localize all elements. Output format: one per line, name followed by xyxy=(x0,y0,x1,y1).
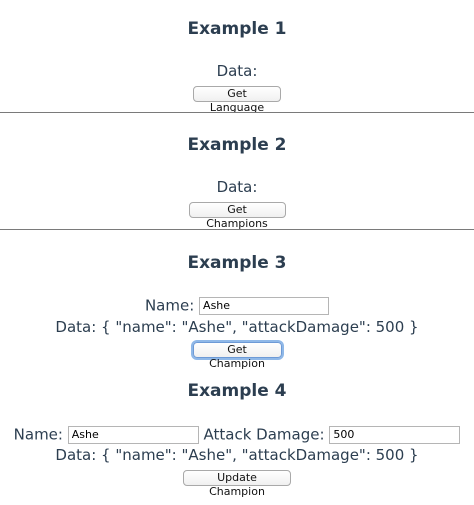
example-3-button-row: Get Champion xyxy=(0,342,474,371)
example-3-title: Example 3 xyxy=(187,253,287,273)
example-4-fields-row: Name: Attack Damage: xyxy=(0,425,474,444)
example-3-name-input[interactable] xyxy=(199,296,330,315)
example-1-data-label: Data: xyxy=(216,62,258,80)
example-4-name-label: Name: xyxy=(13,425,63,444)
example-4-title: Example 4 xyxy=(187,381,287,401)
update-champion-button[interactable]: Update Champion xyxy=(183,470,291,498)
get-language-button[interactable]: Get Language xyxy=(193,86,281,114)
example-4-button-row: Update Champion xyxy=(0,470,474,499)
example-4-attack-label: Attack Damage: xyxy=(203,425,325,444)
divider-1 xyxy=(0,112,474,113)
example-3-name-row: Name: xyxy=(0,296,474,315)
example-4-name-input[interactable] xyxy=(67,425,199,444)
example-2-button-row: Get Champions xyxy=(0,202,474,231)
get-champion-button[interactable]: Get Champion xyxy=(192,342,282,370)
example-4-attack-input[interactable] xyxy=(329,425,461,444)
get-champions-button[interactable]: Get Champions xyxy=(188,202,286,230)
example-1-title: Example 1 xyxy=(187,19,287,39)
example-2-data-label: Data: xyxy=(216,178,258,196)
example-4-data-text: Data: { "name": "Ashe", "attackDamage": … xyxy=(55,446,419,464)
divider-2 xyxy=(0,229,474,230)
example-1-button-row: Get Language xyxy=(0,86,474,115)
example-3-name-label: Name: xyxy=(144,296,195,315)
example-2-title: Example 2 xyxy=(187,135,287,155)
example-3-data-text: Data: { "name": "Ashe", "attackDamage": … xyxy=(55,318,419,336)
